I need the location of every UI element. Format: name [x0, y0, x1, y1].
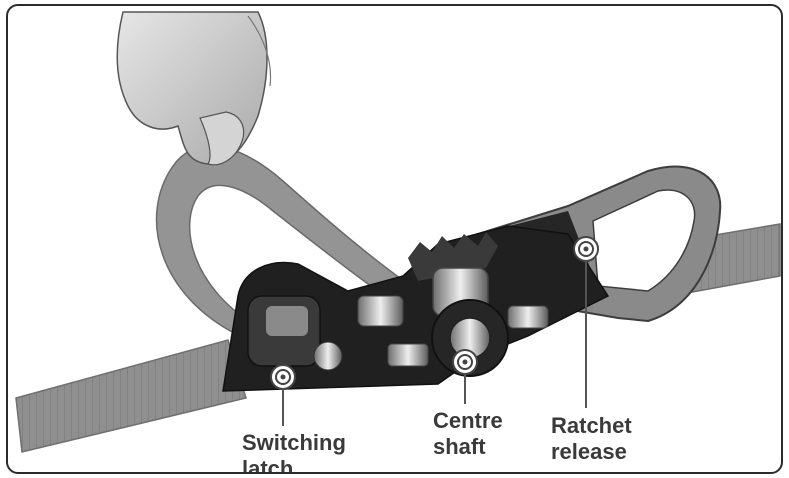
switching-latch-label: Switching latch: [242, 430, 346, 474]
figure-frame: Switching latch Centre shaft Ratchet rel…: [6, 4, 783, 474]
ratchet-release-marker: [573, 236, 599, 408]
ratchet-strap-illustration: [15, 11, 781, 453]
strap-left: [15, 339, 247, 453]
ratchet-release-label: Ratchet release: [551, 413, 632, 464]
hand: [116, 11, 272, 166]
ratchet-body: [222, 225, 610, 392]
centre-shaft-marker: [452, 349, 478, 404]
centre-shaft-label: Centre shaft: [433, 408, 503, 459]
switching-latch-marker: [270, 364, 296, 426]
